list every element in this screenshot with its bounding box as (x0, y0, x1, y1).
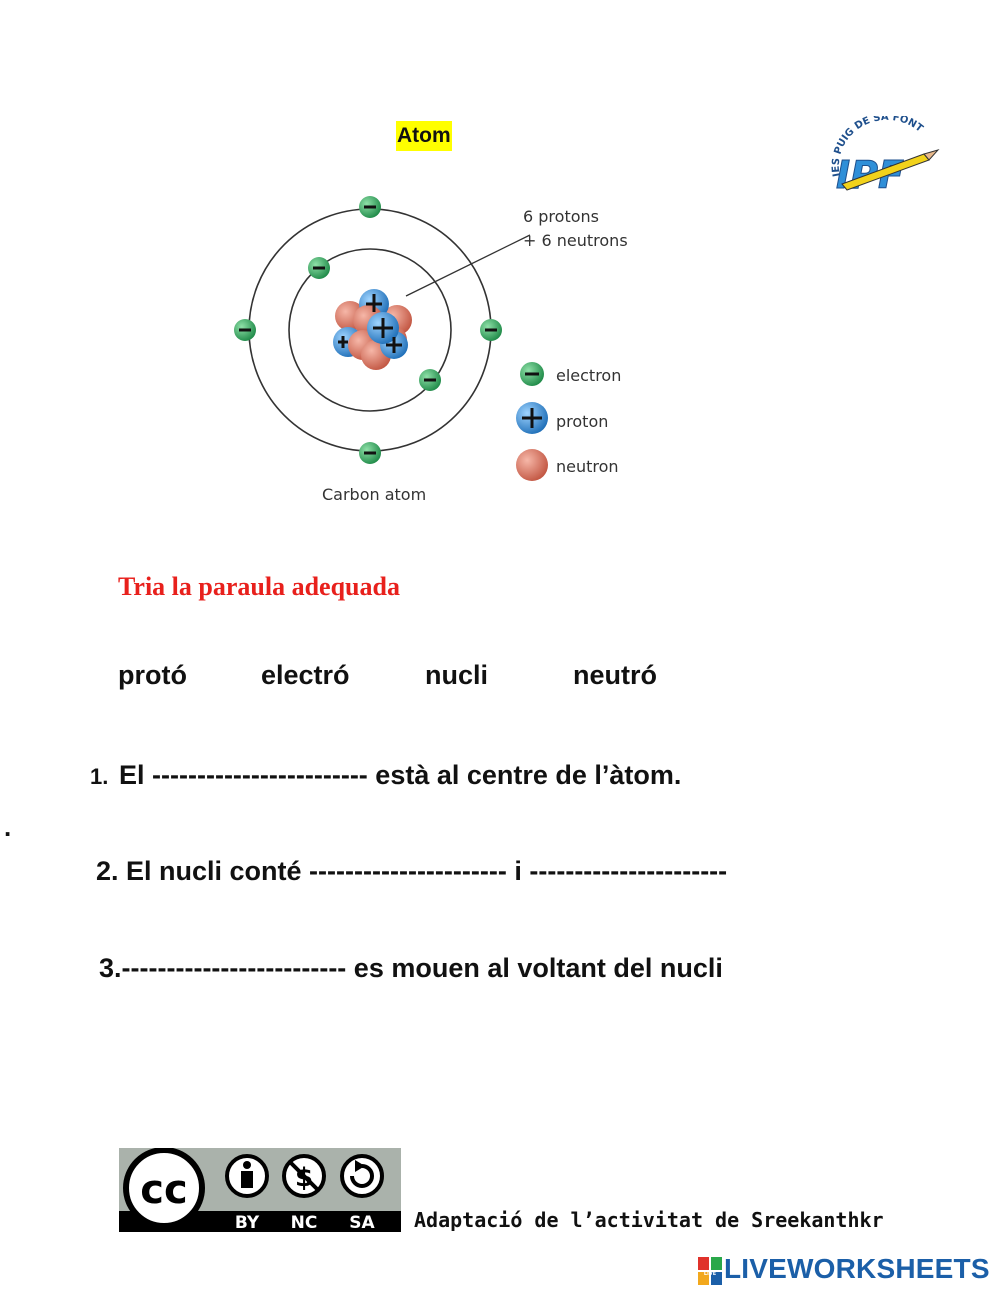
legend-proton-label: proton (556, 412, 608, 431)
liveworksheets-brand[interactable]: LIVEWORKSHEETS (724, 1253, 990, 1284)
question-1-number: 1. (90, 764, 109, 789)
question-2-text[interactable]: 2. El nucli conté ----------------------… (96, 856, 728, 886)
word-bank-item: protó (118, 660, 187, 690)
share-alike-icon (340, 1154, 384, 1198)
carbon-atom-diagram: 6 protons + 6 neutrons electron proton n… (234, 196, 628, 504)
question-1-text[interactable]: El ------------------------ està al cent… (119, 760, 682, 790)
instruction-heading: Tria la paraula adequada (118, 572, 400, 601)
question-3-text[interactable]: 3.------------------------- es mouen al … (99, 953, 723, 983)
legend-neutron-label: neutron (556, 457, 619, 476)
neutron-icon (516, 449, 548, 481)
school-logo: IES PUIG DE SA FONT IPF (831, 116, 940, 198)
svg-text:cc: cc (140, 1167, 187, 1213)
attribution-icon (225, 1154, 269, 1198)
license-by: BY (235, 1213, 260, 1232)
credit-text: Adaptació de l’activitat de Sreekanthkr (414, 1208, 884, 1232)
svg-text:LIVE: LIVE (704, 1271, 717, 1277)
figure-caption: Carbon atom (322, 485, 426, 504)
electron-outer-right (480, 319, 502, 341)
annotation-protons: 6 protons (523, 207, 599, 226)
word-bank-item: neutró (573, 660, 657, 690)
word-bank-item: electró (261, 660, 350, 690)
page-title: Atom (396, 121, 452, 151)
word-bank-item: nucli (425, 660, 489, 690)
non-commercial-icon: $ (282, 1154, 326, 1198)
electron-outer-top (359, 196, 381, 218)
question-1: 1. El ------------------------ està al ce… (90, 760, 681, 791)
cc-license-badge: cc $ BY NC SA (119, 1148, 401, 1232)
annotation-pointer (405, 234, 531, 297)
liveworksheets-logo-icon: LIVE (698, 1257, 722, 1285)
electron-outer-left (234, 319, 256, 341)
inner-orbit (288, 248, 452, 412)
pencil-icon (841, 149, 940, 191)
stray-mark: . (4, 812, 12, 842)
electron-outer-bottom (359, 442, 381, 464)
annotation-neutrons: + 6 neutrons (523, 231, 628, 250)
electron-inner-left (308, 257, 330, 279)
legend-electron-label: electron (556, 366, 621, 385)
proton-icon (516, 402, 548, 434)
cc-icon: cc (123, 1148, 205, 1229)
license-nc: NC (291, 1213, 318, 1232)
nucleus (333, 289, 412, 370)
legend: electron proton neutron (516, 362, 621, 481)
electron-inner-right (419, 369, 441, 391)
electron-icon (520, 362, 544, 386)
license-sa: SA (349, 1213, 375, 1232)
